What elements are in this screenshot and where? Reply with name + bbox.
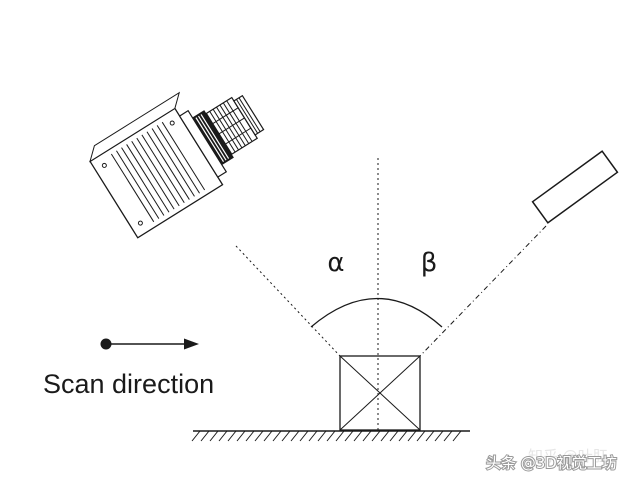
ground-hatch-mark	[344, 430, 354, 442]
ground-hatch-mark	[362, 430, 372, 442]
watermark: 头条 @3D视觉工坊	[486, 454, 617, 472]
ground-hatch-mark	[263, 430, 273, 442]
ground-hatch-mark	[245, 430, 255, 442]
ground-hatch-mark	[200, 430, 210, 442]
ground-hatch-mark	[407, 430, 417, 442]
ground-hatch-mark	[272, 430, 282, 442]
ground-surface	[191, 430, 470, 442]
ground-hatch-mark	[227, 430, 237, 442]
ground-hatch-mark	[281, 430, 291, 442]
area-scan-camera-icon	[89, 91, 265, 239]
ground-hatch-mark	[317, 430, 327, 442]
ground-hatch-mark	[290, 430, 300, 442]
ground-hatch-mark	[398, 430, 408, 442]
ground-hatch-mark	[389, 430, 399, 442]
angle-arc	[310, 298, 443, 328]
ground-hatch-mark	[425, 430, 435, 442]
ground-hatch-mark	[434, 430, 444, 442]
ground-hatch-mark	[254, 430, 264, 442]
ground-hatch-mark	[209, 430, 219, 442]
alpha-label: α	[327, 248, 344, 278]
ground-hatch-mark	[299, 430, 309, 442]
object-box	[339, 355, 421, 431]
ground-hatch-mark	[308, 430, 318, 442]
ground-hatch-mark	[218, 430, 228, 442]
watermark-faint: 知乎 @叶肛	[528, 447, 608, 465]
scan-direction-label: Scan direction	[43, 369, 214, 399]
ground-hatch-mark	[443, 430, 453, 442]
ground-hatch-mark	[353, 430, 363, 442]
beta-label: β	[421, 248, 438, 278]
ground-hatch-mark	[326, 430, 336, 442]
camera-axis-line	[235, 245, 341, 357]
ground-hatch-mark	[416, 430, 426, 442]
laser-ray-line	[419, 225, 547, 357]
ground-hatch-mark	[335, 430, 345, 442]
ground-hatch-mark	[236, 430, 246, 442]
line-laser-projector-icon	[531, 150, 619, 224]
ground-hatch-mark	[191, 430, 201, 442]
ground-hatch-mark	[380, 430, 390, 442]
ground-hatch-mark	[452, 430, 462, 442]
scan-direction-arrow-icon	[100, 338, 199, 350]
ground-hatch-mark	[371, 430, 381, 442]
